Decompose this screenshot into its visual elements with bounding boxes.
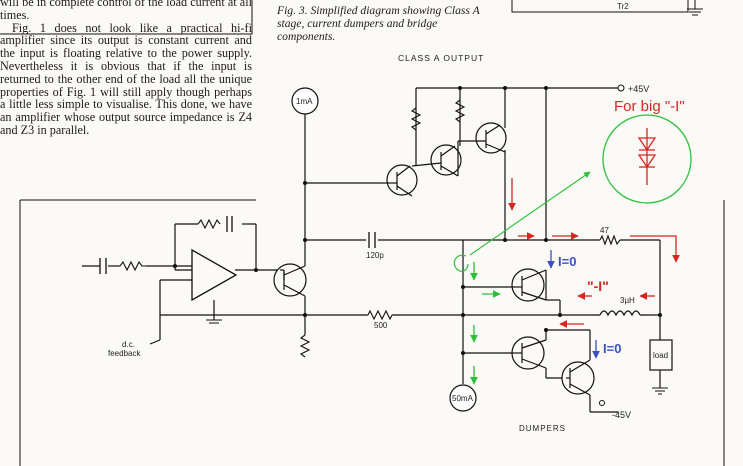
resistors bbox=[119, 99, 621, 358]
annotation-for-big-minus-i: For big "-I" bbox=[614, 98, 685, 115]
op-amp bbox=[191, 248, 238, 302]
green-loop bbox=[453, 254, 469, 272]
inductor-3uh bbox=[599, 310, 641, 317]
stack-resistor-2 bbox=[454, 99, 466, 123]
load-ground bbox=[652, 387, 668, 395]
supply-pos-terminal bbox=[617, 84, 625, 92]
outer-frame bbox=[19, 199, 725, 466]
annotation-diode-circle bbox=[602, 114, 692, 204]
article-text: will be in complete control of the load … bbox=[0, 0, 252, 137]
load-box bbox=[649, 339, 673, 371]
current-source-1ma-label: 1mA bbox=[296, 97, 313, 106]
figure-caption: Fig. 3. Simplified diagram showing Class… bbox=[277, 4, 480, 43]
capacitors bbox=[99, 216, 376, 274]
green-pointer-arrow bbox=[469, 171, 591, 256]
dc-feedback-label-2: feedback bbox=[108, 349, 141, 358]
ground-top-right bbox=[687, 0, 703, 16]
dumper-transistor-lower-1 bbox=[511, 336, 547, 370]
red-current-arrows bbox=[508, 178, 680, 328]
supply-neg-label: -45V bbox=[612, 410, 631, 420]
res-47-label: 47 bbox=[600, 226, 609, 235]
dumper-transistor-upper bbox=[511, 268, 547, 302]
inductor-label: 3µH bbox=[620, 296, 635, 305]
res-500 bbox=[367, 309, 393, 321]
current-source-1ma: 1mA bbox=[291, 87, 319, 115]
feedback-resistor bbox=[197, 218, 221, 230]
class-a-header: CLASS A OUTPUT bbox=[398, 53, 484, 63]
emitter-resistor bbox=[299, 334, 311, 358]
article-paragraph-2: Fig. 1 does not look like a practical hi… bbox=[0, 20, 252, 137]
class-a-transistor-3 bbox=[457, 122, 507, 176]
load-label: load bbox=[653, 351, 668, 360]
top-box-label: Tr2 bbox=[617, 2, 629, 11]
res-500-label: 500 bbox=[374, 321, 388, 330]
junction-dots bbox=[173, 86, 662, 355]
article-frame bbox=[0, 0, 253, 35]
dc-feedback-label-1: d.c. bbox=[122, 340, 135, 349]
feedback-tick bbox=[149, 339, 161, 345]
cap-120p-label: 120p bbox=[366, 251, 384, 260]
article-paragraph-1: will be in complete control of the load … bbox=[0, 0, 252, 22]
supply-neg-terminal bbox=[599, 400, 605, 406]
dumpers-label: DUMPERS bbox=[519, 424, 566, 433]
op-amp-ground bbox=[206, 319, 222, 324]
blue-current-arrows bbox=[547, 250, 600, 359]
class-a-transistor-1 bbox=[382, 164, 418, 197]
dumper-transistor-lower-2 bbox=[561, 359, 595, 396]
supply-pos-label: +45V bbox=[628, 84, 649, 94]
annotation-i-zero-top: I=0 bbox=[558, 254, 576, 269]
annotation-i-zero-bottom: I=0 bbox=[603, 341, 621, 356]
circuit-wires bbox=[82, 87, 661, 413]
res-47 bbox=[599, 234, 621, 246]
annotation-minus-i: "-I" bbox=[587, 278, 609, 294]
stack-resistor-1 bbox=[410, 107, 422, 131]
green-current-arrows bbox=[470, 262, 501, 385]
class-a-transistor-2 bbox=[411, 144, 462, 177]
driver-transistor bbox=[273, 263, 307, 297]
current-source-50ma-label: 50mA bbox=[452, 394, 474, 403]
top-box: Tr2 bbox=[511, 0, 689, 13]
input-resistor bbox=[119, 260, 146, 272]
current-source-50ma: 50mA bbox=[449, 384, 477, 412]
